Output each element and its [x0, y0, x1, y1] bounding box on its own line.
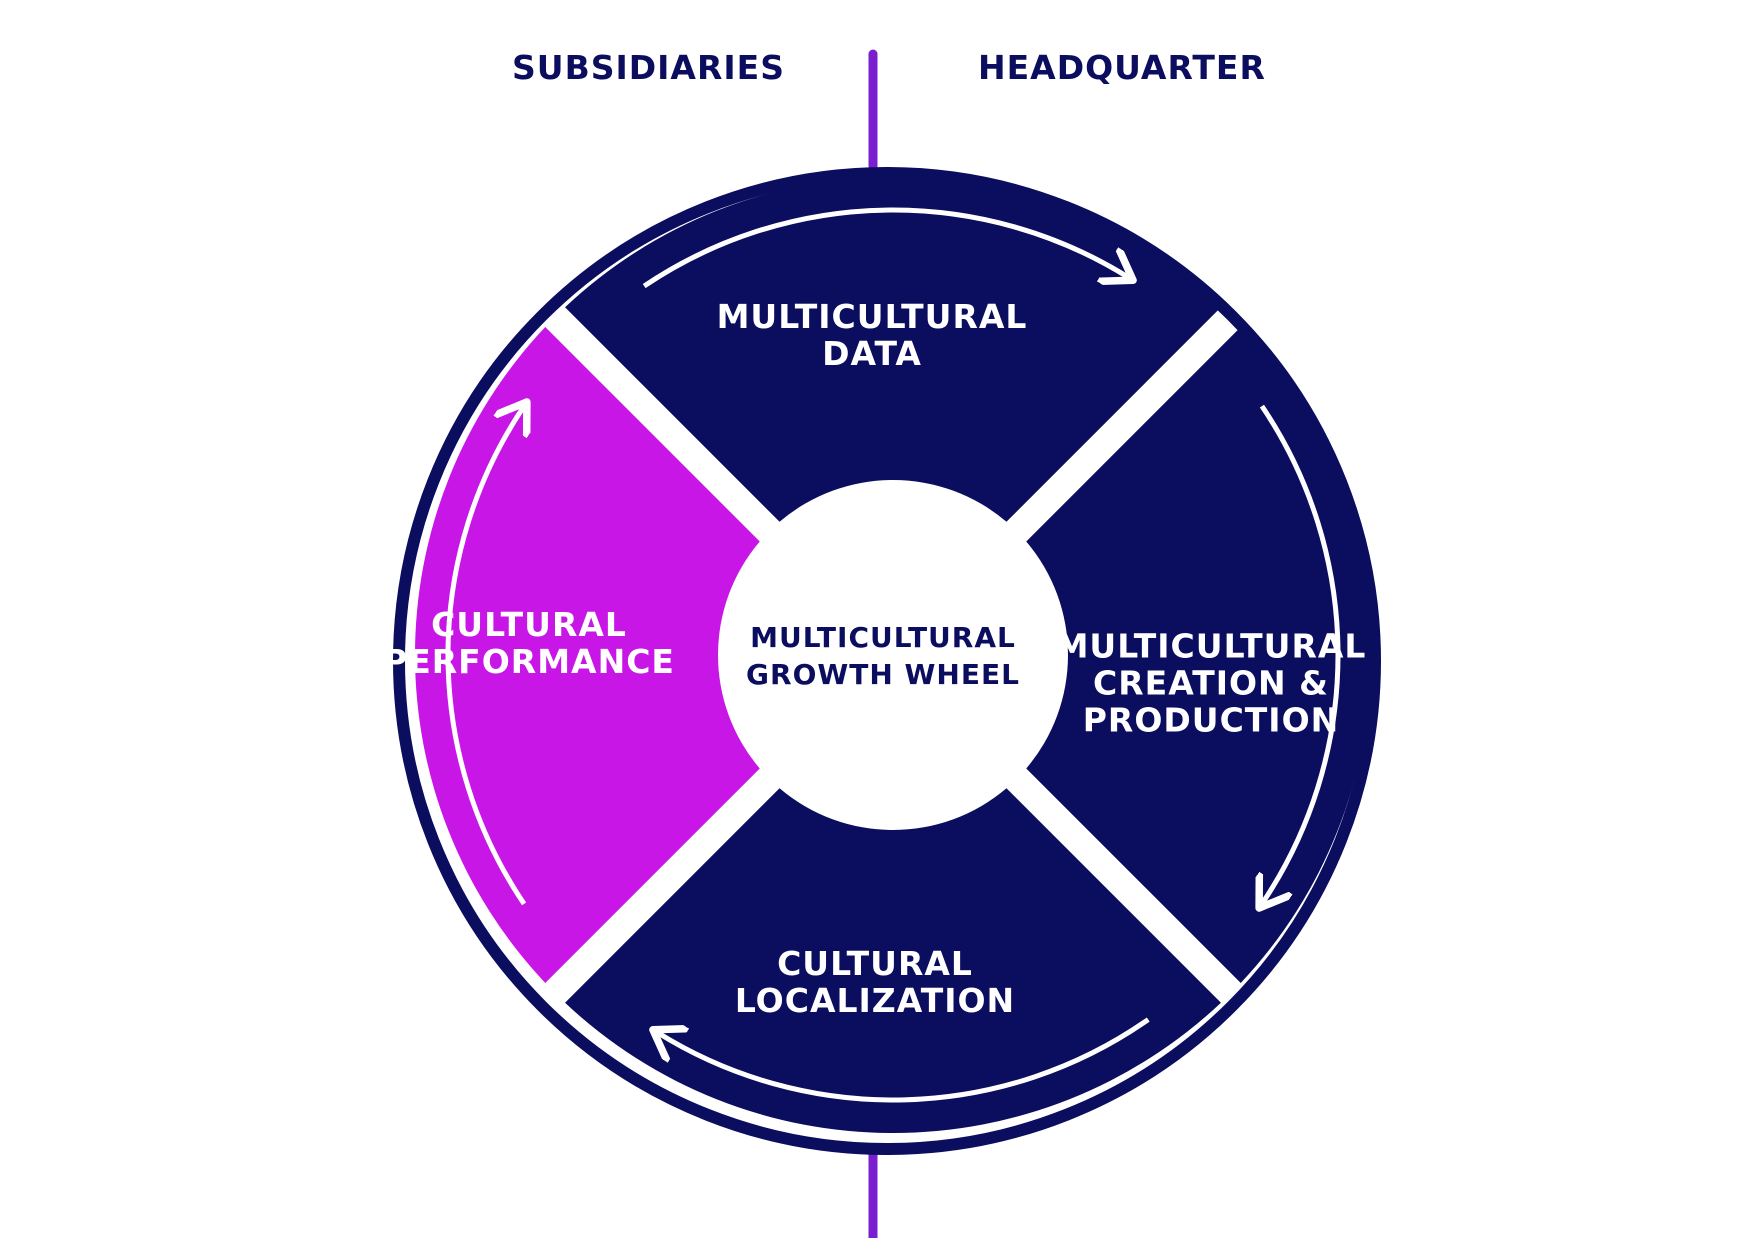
center-label-line1: MULTICULTURAL [750, 621, 1016, 654]
segment-top-line2: DATA [822, 334, 922, 373]
segment-top-line1: MULTICULTURAL [716, 297, 1028, 336]
segment-left [414, 327, 760, 983]
outer-ring [393, 167, 1381, 1155]
center-label: MULTICULTURAL GROWTH WHEEL [746, 619, 1020, 693]
segment-left-line1: CULTURAL [431, 605, 627, 644]
center-hub [728, 490, 1058, 820]
segment-bottom-line2: LOCALIZATION [734, 981, 1016, 1020]
segment-left-line2: PERFORMANCE [383, 642, 675, 681]
segment-bottom [565, 788, 1221, 1133]
center-label-line2: GROWTH WHEEL [746, 658, 1020, 691]
segment-right [1026, 327, 1371, 983]
subsidiaries-label: SUBSIDIARIES [512, 48, 785, 87]
segment-top [565, 177, 1221, 522]
segment-bottom-label: CULTURAL LOCALIZATION [735, 945, 1015, 1019]
arrow-right [1262, 404, 1341, 904]
segment-right-line1: MULTICULTURAL [1055, 626, 1367, 666]
segment-left-label: CULTURAL PERFORMANCE [383, 606, 675, 680]
segment-right-line3: PRODUCTION [1082, 700, 1340, 740]
segment-bottom-line1: CULTURAL [777, 944, 973, 983]
headquarter-label: HEADQUARTER [978, 48, 1266, 87]
segment-right-line2: CREATION & [1093, 663, 1329, 703]
arrow-left [445, 406, 524, 906]
arrow-bottom [657, 1017, 1150, 1103]
segment-top-label: MULTICULTURAL DATA [717, 298, 1028, 372]
arrow-top [642, 207, 1129, 289]
segment-right-label: MULTICULTURAL CREATION & PRODUCTION [1056, 628, 1367, 739]
